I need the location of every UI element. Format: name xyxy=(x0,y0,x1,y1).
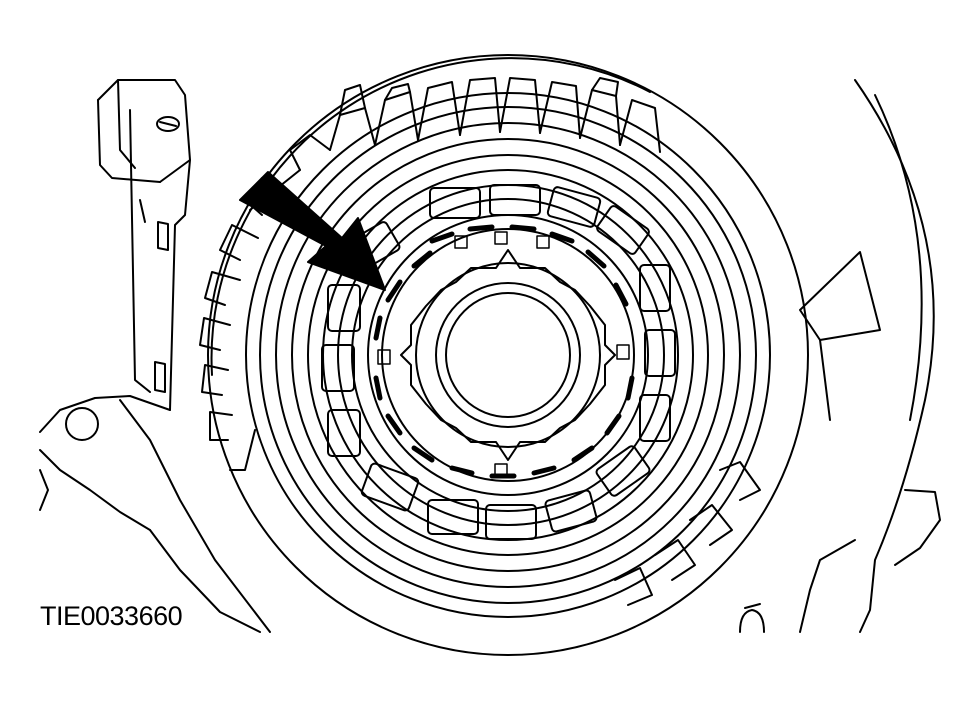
transmission-case xyxy=(39,79,941,633)
figure-id-label: TIE0033660 xyxy=(40,601,183,631)
inner-hub xyxy=(400,249,616,461)
arrow-pointer-icon xyxy=(239,171,386,291)
hub-lugs xyxy=(321,184,676,540)
snap-ring xyxy=(367,214,649,496)
